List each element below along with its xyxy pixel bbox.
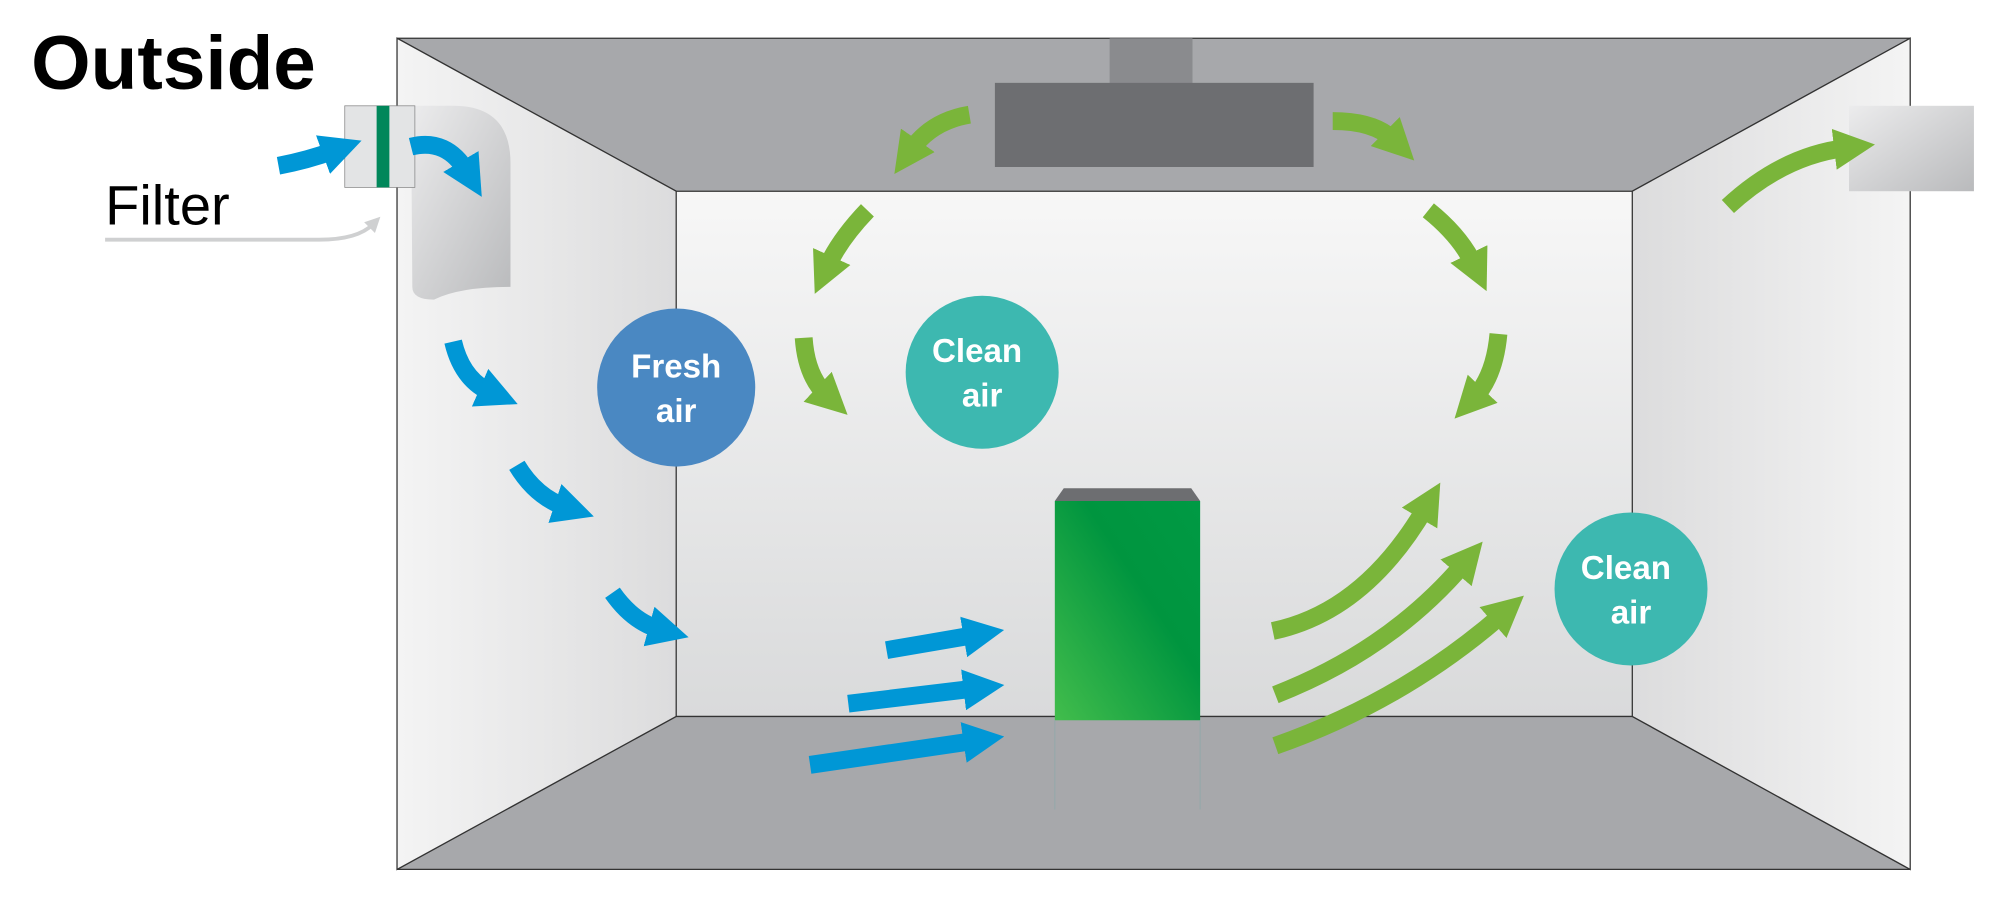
clean-air-arrow-icon [1270, 482, 1441, 640]
filter-pointer-arrow [105, 216, 381, 242]
clean-air-arrow-icon [794, 337, 848, 415]
clean-air-arrow-icon [813, 204, 874, 294]
ceiling-unit [994, 38, 1314, 167]
bubble-text: air [656, 393, 697, 430]
filter-label: Filter [105, 173, 230, 236]
bubble-text: air [1611, 594, 1652, 631]
clean-air-bubble: Clean air [905, 295, 1059, 449]
intake-duct [344, 105, 511, 300]
bubble-text: air [962, 378, 1003, 415]
bubble-text: Clean [932, 333, 1022, 370]
room [396, 37, 1911, 871]
clean-air-arrow-icon [1272, 541, 1483, 704]
fresh-air-arrow-icon [847, 669, 1005, 713]
back-wall [676, 191, 1633, 717]
fresh-air-arrow-icon [808, 722, 1005, 774]
fresh-air-arrow-icon [276, 135, 362, 175]
fresh-air-arrow-icon [885, 616, 1005, 659]
air-purifier [1054, 488, 1201, 810]
clean-air-arrow-icon [1272, 595, 1524, 755]
fresh-air-arrow-icon [408, 135, 482, 197]
clean-air-bubble-right: Clean air [1554, 512, 1708, 666]
clean-air-arrow-icon [1332, 112, 1415, 161]
clean-air-arrow-icon [894, 105, 972, 175]
outside-title: Outside [31, 21, 316, 106]
fresh-air-bubble: Fresh air [597, 308, 756, 467]
bubble-text: Fresh [631, 348, 721, 385]
clean-air-arrow-icon [1721, 128, 1875, 214]
clean-air-arrow-icon [1454, 333, 1508, 419]
bubble-text: Clean [1581, 550, 1671, 587]
filter [376, 105, 390, 188]
airflow-arrows [276, 105, 1875, 774]
clean-air-arrow-icon [1422, 203, 1488, 292]
exhaust-duct [1849, 105, 1974, 192]
fresh-air-arrow-icon [509, 460, 594, 523]
fresh-air-arrow-icon [605, 587, 689, 647]
right-wall [1631, 37, 1911, 871]
fresh-air-arrow-icon [444, 339, 518, 407]
